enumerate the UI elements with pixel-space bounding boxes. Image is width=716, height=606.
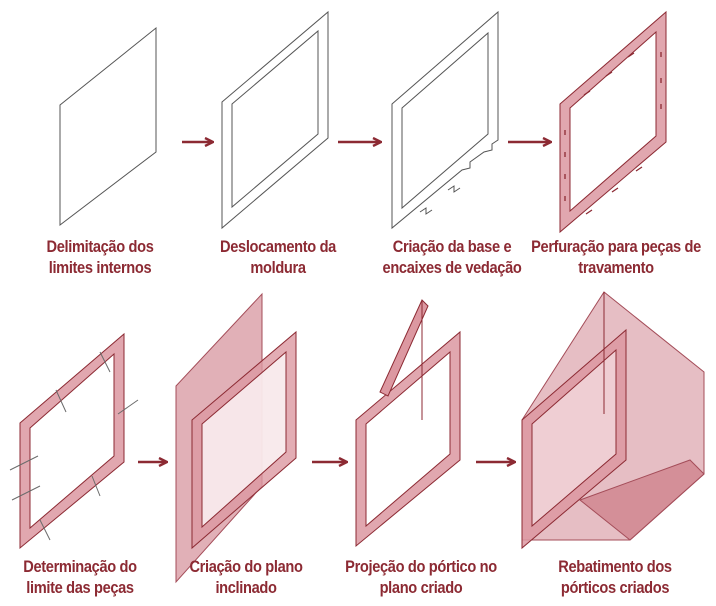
step8-folded-portals xyxy=(521,291,705,550)
step1-outline-figure xyxy=(59,26,157,227)
step6-inclined-plane xyxy=(175,292,297,584)
step7-projection-figure xyxy=(355,299,461,548)
step5-limits-figure xyxy=(9,332,139,550)
step2-frame-figure xyxy=(221,10,329,230)
step3-base-figure xyxy=(391,10,499,230)
step4-perforated-frame xyxy=(559,10,667,234)
